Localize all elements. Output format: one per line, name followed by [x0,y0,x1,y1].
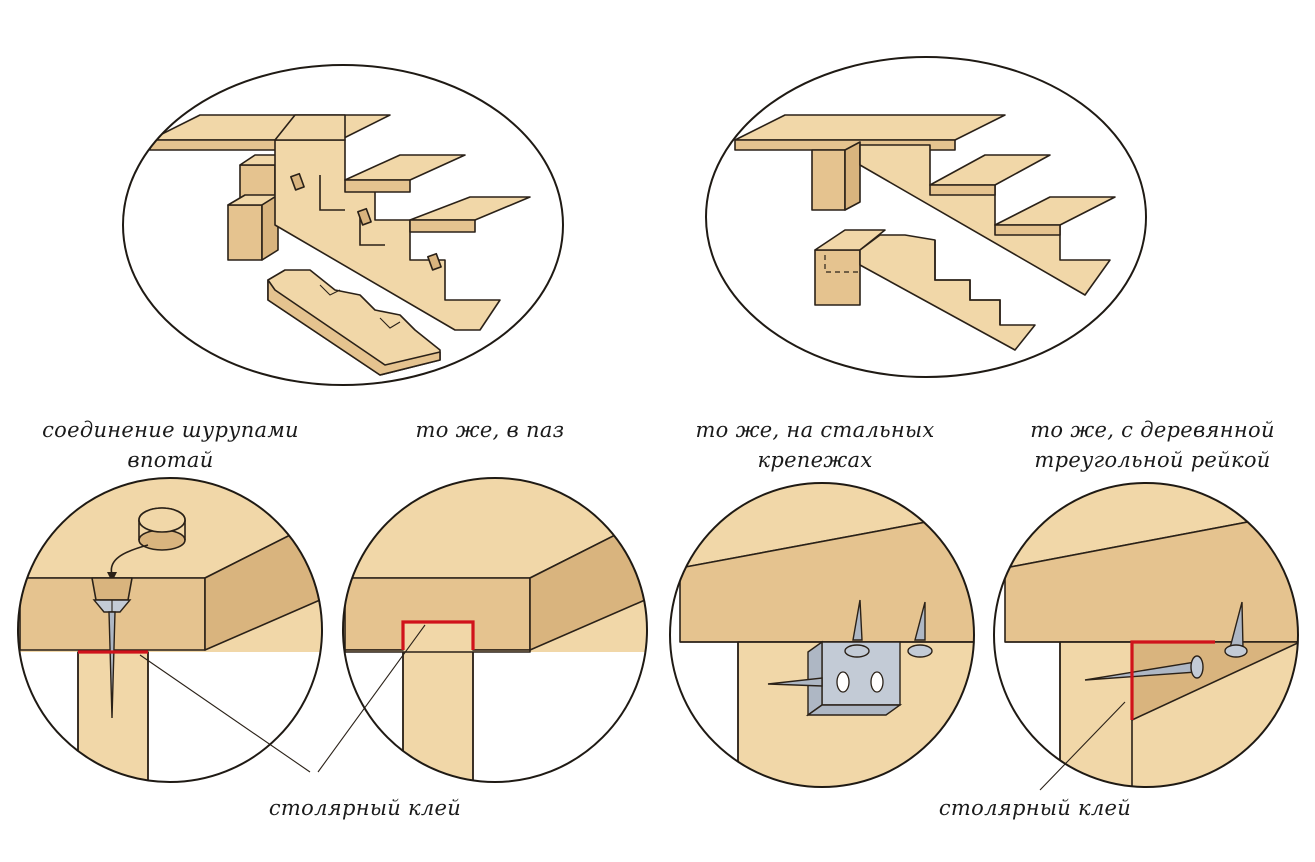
glue-line-groove [401,620,475,650]
label-same-in-groove: то же, в паз [415,418,565,442]
label-screws-countersunk-line1: соединение шурупами [42,418,299,442]
glue-leader-left-1 [139,654,311,773]
oval-frame-left [122,64,564,386]
detail-triangular-strip [994,483,1298,787]
oval-frame-right [705,56,1147,378]
circle-frame-3 [669,482,975,788]
detail-groove-joint [343,478,647,782]
detail-steel-fasteners [670,483,974,787]
glue-leader-right [1039,701,1126,791]
detail-countersunk-screw [18,478,322,782]
circle-frame-4 [993,482,1299,788]
stair-stringer-notched-illustration [734,114,1116,351]
circle-frame-2 [342,477,648,783]
circle-frame-1 [17,477,323,783]
glue-leader-left-2 [317,624,426,773]
label-wood-glue-right: столярный клей [938,796,1132,820]
stair-stringer-screwed-illustration [149,114,531,376]
label-steel-fasteners-line2: крепежах [757,448,873,472]
glue-line-strip [1130,640,1215,720]
label-wooden-strip-line1: то же, с деревянной [1030,418,1275,442]
label-steel-fasteners-line1: то же, на стальных [695,418,935,442]
label-screws-countersunk-line2: впотай [127,448,214,472]
label-wooden-strip-line2: треугольной рейкой [1034,448,1271,472]
label-wood-glue-left: столярный клей [268,796,462,820]
